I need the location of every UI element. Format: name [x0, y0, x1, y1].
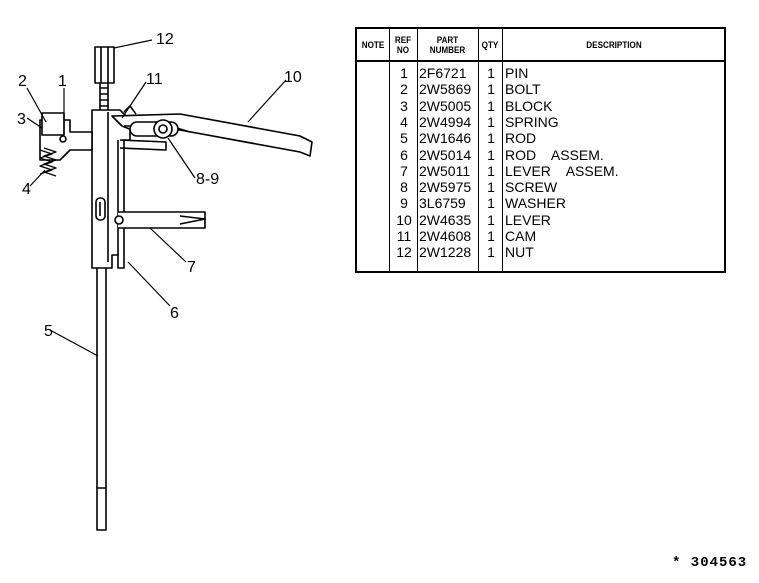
- table-row: 6 2W5014 1 ROD ASSEM.: [357, 147, 724, 163]
- ref-number-cell: 10: [396, 211, 412, 228]
- part-number-cell: 2W4635: [419, 211, 472, 228]
- ref-number-cell: 11: [396, 228, 412, 244]
- part-number-cell: 2W4608: [419, 228, 472, 244]
- quantity-cell: 1: [487, 65, 495, 81]
- rod-part: [96, 268, 107, 531]
- table-row: 11 2W4608 1 CAM: [357, 228, 724, 244]
- callout-8-9: 8-9: [196, 171, 219, 188]
- header-ref-no: REF NO: [394, 34, 412, 55]
- description-cell: WASHER: [505, 195, 566, 212]
- callout-2: 2: [18, 73, 27, 90]
- ref-number-cell: 2: [400, 81, 408, 98]
- ref-number-cell: 12: [396, 244, 412, 261]
- description-cell: LEVER ASSEM.: [505, 162, 619, 179]
- part-number-cell: 2W5005: [419, 97, 472, 114]
- table-row: 2 2W5869 1 BOLT: [357, 81, 724, 97]
- part-number-cell: 2W5011: [419, 162, 471, 179]
- part-number-cell: 2W5014: [419, 146, 472, 163]
- leader-lines: [26, 39, 287, 357]
- header-part-number: PART NUMBER: [429, 34, 466, 55]
- callout-12: 12: [156, 31, 174, 48]
- part-number-cell: 3L6759: [419, 195, 466, 212]
- part-number-cell: 2W5975: [419, 179, 472, 196]
- callout-11: 11: [146, 71, 163, 88]
- description-cell: NUT: [505, 244, 534, 261]
- part-number-cell: 2F6721: [419, 65, 467, 81]
- ref-number-cell: 4: [400, 113, 408, 130]
- header-qty: QTY: [481, 39, 499, 50]
- ref-number-cell: 9: [400, 195, 408, 212]
- quantity-cell: 1: [487, 228, 495, 244]
- description-cell: BOLT: [505, 81, 541, 98]
- ref-number-cell: 8: [400, 179, 408, 196]
- figure-number: * 304563: [672, 555, 748, 571]
- quantity-cell: 1: [487, 195, 495, 212]
- table-row: 10 2W4635 1 LEVER: [357, 212, 724, 228]
- header-note: NOTE: [361, 39, 385, 50]
- table-row: 5 2W1646 1 ROD: [357, 130, 724, 146]
- callout-6: 6: [170, 305, 179, 322]
- description-cell: ROD: [505, 130, 537, 147]
- part-number-cell: 2W5869: [419, 81, 472, 98]
- nut-part: [94, 46, 115, 110]
- table-row: 3 2W5005 1 BLOCK: [357, 98, 724, 114]
- quantity-cell: 1: [487, 81, 495, 98]
- description-cell: BLOCK: [505, 97, 553, 114]
- quantity-cell: 1: [487, 146, 495, 163]
- part-number-cell: 2W1646: [419, 130, 472, 147]
- callout-7: 7: [187, 259, 196, 276]
- table-header: NOTE REF NO PART NUMBER QTY DESCRIPTION: [357, 29, 724, 62]
- table-row: 7 2W5011 1 LEVER ASSEM.: [357, 163, 724, 179]
- callout-4: 4: [22, 181, 31, 198]
- quantity-cell: 1: [487, 97, 495, 114]
- callout-3: 3: [17, 111, 26, 128]
- ref-number-cell: 3: [400, 97, 408, 114]
- description-cell: ROD ASSEM.: [505, 146, 604, 163]
- table-row: 12 2W1228 1 NUT: [357, 244, 724, 260]
- lever-part: [111, 105, 313, 157]
- table-row: 9 3L6759 1 WASHER: [357, 195, 724, 211]
- table-row: 4 2W4994 1 SPRING: [357, 114, 724, 130]
- description-cell: PIN: [505, 65, 529, 81]
- table-row: 8 2W5975 1 SCREW: [357, 179, 724, 195]
- fork-lever-part: [114, 211, 206, 229]
- quantity-cell: 1: [487, 244, 495, 261]
- header-description: DESCRIPTION: [586, 39, 642, 50]
- quantity-cell: 1: [487, 113, 495, 130]
- quantity-cell: 1: [487, 162, 495, 179]
- quantity-cell: 1: [487, 130, 495, 147]
- ref-number-cell: 1: [400, 65, 408, 81]
- callout-1: 1: [58, 73, 67, 90]
- quantity-cell: 1: [487, 211, 495, 228]
- quantity-cell: 1: [487, 179, 495, 196]
- rod-assembly-part: [91, 109, 131, 269]
- callout-5: 5: [44, 323, 53, 340]
- parts-list-table: NOTE REF NO PART NUMBER QTY DESCRIPTION …: [355, 27, 726, 273]
- description-cell: LEVER: [505, 211, 551, 228]
- callout-10: 10: [284, 69, 302, 86]
- description-cell: CAM: [505, 228, 537, 244]
- part-number-cell: 2W4994: [419, 113, 472, 130]
- description-cell: SCREW: [505, 179, 558, 196]
- table-row: 1 2F6721 1 PIN: [357, 65, 724, 81]
- block-assembly-part: [39, 112, 93, 177]
- ref-number-cell: 5: [400, 130, 408, 147]
- ref-number-cell: 6: [400, 146, 408, 163]
- description-cell: SPRING: [505, 113, 559, 130]
- part-number-cell: 2W1228: [419, 244, 472, 261]
- ref-number-cell: 7: [400, 162, 408, 179]
